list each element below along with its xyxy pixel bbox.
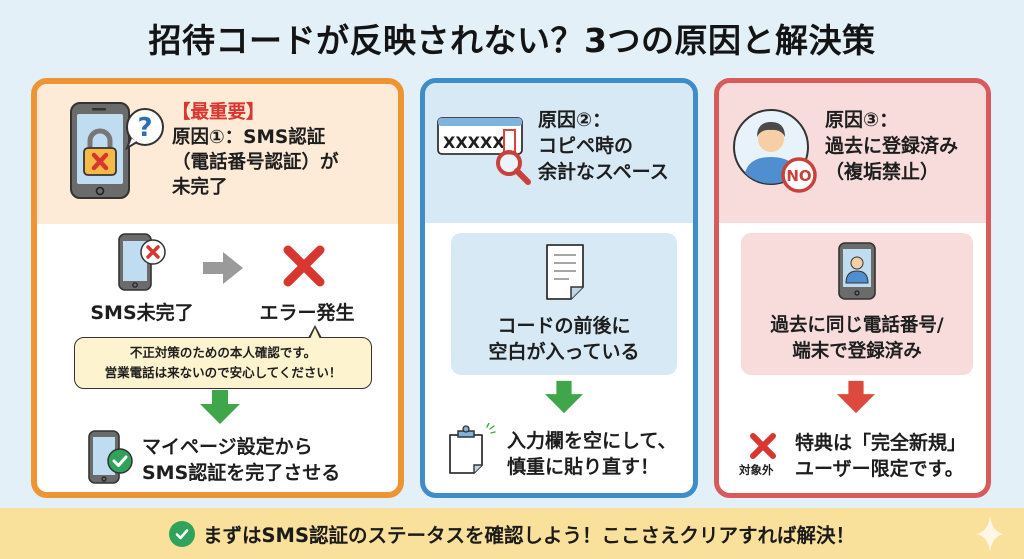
cause-2-solution-line-1: 入力欄を空にして、	[507, 430, 677, 452]
sparkle-icon	[976, 516, 1004, 552]
no-badge-text: NO	[786, 167, 811, 185]
cause-2-solution-line-2: 慎重に貼り直す！	[507, 456, 660, 478]
cause-2-panel: XXXXX 原因②： コピペ時の 余計なスペース コードの前後に 空白が入ってい…	[420, 78, 698, 498]
locked-phone-question-icon: ?	[70, 102, 164, 199]
cause-1-panel: ? 【最重要】 原因①：SMS認証 （電話番号認証）が 未完了 SMS未完了 エ…	[31, 78, 404, 498]
footer-banner: まずはSMS認証のステータスを確認しよう！ここさえクリアすれば解決！	[0, 508, 1024, 559]
cause-2-heading-line-1: 原因②：	[538, 109, 612, 131]
page-title: 招待コードが反映されない？3つの原因と解決策	[148, 21, 876, 60]
note-bubble: 不正対策のための本人確認です。 営業電話は来ないので安心してください！	[74, 337, 372, 389]
cause-2-detail-line-2: 空白が入っている	[488, 341, 640, 363]
phone-x-icon	[118, 233, 166, 291]
red-x-icon	[283, 245, 325, 287]
cause-3-heading-line-2: 過去に登録済み	[825, 135, 959, 157]
cause-2-heading-line-2: コピペ時の	[538, 135, 634, 157]
cause-1-heading-line-3: 未完了	[172, 177, 228, 198]
cause-3-heading-line-1: 原因③：	[825, 109, 899, 131]
input-field-magnifier-icon: XXXXX	[437, 117, 531, 185]
cause-3-header: NO 原因③： 過去に登録済み （複垢禁止）	[719, 83, 986, 223]
cause-3-solution-line-2: ユーザー限定です。	[795, 458, 964, 480]
cause-1-header: ? 【最重要】 原因①：SMS認証 （電話番号認証）が 未完了	[37, 84, 398, 224]
phone-user-icon	[838, 242, 876, 300]
green-check-icon	[169, 520, 195, 547]
flow-left-label: SMS未完了	[90, 302, 194, 324]
cause-1-heading-line-1: 原因①：SMS認証	[172, 127, 326, 148]
red-down-arrow-icon	[837, 380, 875, 414]
red-x-icon	[750, 433, 776, 459]
cause-2-header: XXXXX 原因②： コピペ時の 余計なスペース	[425, 83, 693, 223]
note-line-1: 不正対策のための本人確認です。	[129, 345, 317, 360]
footer-text: まずはSMS認証のステータスを確認しよう！ここさえクリアすれば解決！	[203, 524, 855, 547]
input-field-text: XXXXX	[443, 133, 505, 152]
cause-1-heading-line-2: （電話番号認証）が	[172, 152, 339, 173]
cause-2-detail-line-1: コードの前後に	[497, 315, 631, 337]
clipboard-icon	[449, 423, 496, 474]
cause-1-solution-line-1: マイページ設定から	[142, 436, 313, 458]
excluded-label: 対象外	[739, 463, 774, 477]
cause-3-solution-line-1: 特典は「完全新規」	[795, 432, 967, 454]
cause-3-panel: NO 原因③： 過去に登録済み （複垢禁止） 過去に同じ電話番号/ 端末で登録済…	[714, 78, 991, 498]
gray-right-arrow-icon	[203, 252, 243, 284]
cause-2-heading-line-3: 余計なスペース	[538, 161, 669, 183]
document-icon	[546, 244, 584, 300]
note-line-2: 営業電話は来ないので安心してください！	[104, 365, 342, 380]
cause-3-detail-line-1: 過去に同じ電話番号/	[770, 315, 944, 336]
phone-check-icon	[88, 430, 133, 484]
cause-3-detail-line-2: 端末で登録済み	[792, 341, 922, 362]
cause-1-solution-line-2: SMS認証を完了させる	[142, 462, 341, 484]
flow-right-label: エラー発生	[259, 302, 355, 324]
green-down-arrow-icon	[545, 380, 583, 414]
cause-1-badge: 【最重要】	[172, 102, 265, 123]
svg-text:?: ?	[137, 113, 152, 143]
user-no-icon: NO	[733, 109, 817, 193]
cause-3-heading-line-3: （複垢禁止）	[825, 161, 940, 183]
green-down-arrow-icon	[200, 390, 240, 424]
